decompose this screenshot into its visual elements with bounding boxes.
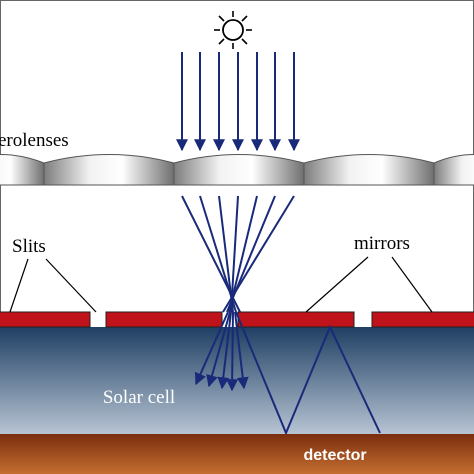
mirror-layer [0, 311, 474, 328]
label-solar-cell: Solar cell [103, 387, 175, 408]
microlens-array [0, 154, 474, 186]
detector [0, 434, 474, 474]
focused-rays [181, 195, 295, 313]
slits-pointers [9, 258, 97, 313]
incoming-rays [176, 52, 300, 152]
label-detector: detector [303, 447, 366, 464]
mirror [0, 311, 91, 328]
solar-cell [0, 327, 474, 434]
mirrors-pointers [305, 256, 433, 313]
mirror [237, 311, 355, 328]
diverging-rays [194, 311, 381, 436]
sun-icon [214, 11, 252, 49]
label-microlenses: erolenses [0, 130, 69, 151]
mirror [371, 311, 474, 328]
label-slits: Slits [12, 236, 46, 257]
mirror [105, 311, 223, 328]
label-mirrors: mirrors [354, 233, 410, 254]
